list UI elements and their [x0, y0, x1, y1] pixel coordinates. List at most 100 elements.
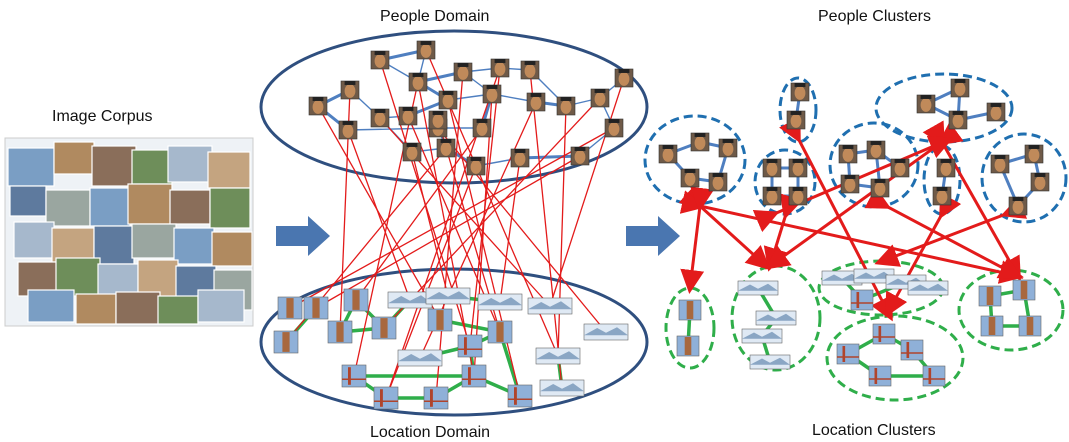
cluster-face-thumbnail: [1008, 196, 1028, 216]
face-thumbnail: [398, 106, 418, 126]
face-thumbnail: [408, 72, 428, 92]
cross-domain-edge: [557, 105, 567, 357]
landmark-thumbnail: [507, 384, 533, 408]
people-domain-label: People Domain: [380, 8, 490, 25]
cluster-face-thumbnail: [718, 138, 738, 158]
cluster-association-arrows: [678, 116, 1028, 322]
people-clusters-label: People Clusters: [818, 8, 931, 25]
face-thumbnail: [438, 90, 458, 110]
cluster-face-thumbnail: [708, 172, 728, 192]
corpus-photo: [115, 291, 161, 325]
landmark-thumbnail: [427, 308, 453, 332]
location-cluster-ellipse: [825, 314, 965, 402]
cross-domain-edge: [529, 69, 563, 389]
cluster-landmark-thumbnail: [678, 299, 702, 321]
cluster-face-thumbnail: [950, 78, 970, 98]
cluster-landmark-thumbnail: [900, 339, 924, 361]
landmark-thumbnail: [273, 330, 299, 354]
cluster-face-thumbnail: [870, 178, 890, 198]
cross-domain-edge: [315, 155, 581, 309]
landmark-thumbnail: [583, 323, 629, 341]
corpus-photo: [51, 227, 95, 263]
cross-domain-edge: [383, 97, 601, 329]
cluster-landmark-thumbnail: [922, 365, 946, 387]
landmark-thumbnail: [387, 291, 433, 309]
cluster-landmark-thumbnail: [741, 328, 783, 344]
cross-domain-edge: [417, 81, 475, 377]
corpus-photo: [45, 189, 91, 227]
cluster-face-thumbnail: [932, 186, 952, 206]
face-thumbnail: [510, 148, 530, 168]
cross-domain-edge: [473, 93, 493, 377]
cluster-face-thumbnail: [690, 132, 710, 152]
cluster-landmark-thumbnail: [868, 365, 892, 387]
cross-domain-edge: [437, 127, 607, 333]
face-thumbnail: [338, 120, 358, 140]
face-thumbnail: [590, 88, 610, 108]
location-clusters-label: Location Clusters: [812, 422, 936, 439]
face-thumbnail: [453, 62, 473, 82]
face-thumbnail: [436, 138, 456, 158]
association-arrow: [678, 185, 771, 271]
face-thumbnail: [490, 58, 510, 78]
face-thumbnail: [466, 156, 486, 176]
cross-domain-edge: [289, 127, 615, 309]
cluster-face-thumbnail: [762, 158, 782, 178]
cluster-face-thumbnail: [658, 144, 678, 164]
cluster-landmark-thumbnail: [980, 315, 1004, 337]
cluster-face-thumbnail: [866, 140, 886, 160]
corpus-photo: [173, 227, 215, 265]
landmark-thumbnail: [423, 386, 449, 410]
face-thumbnail: [340, 80, 360, 100]
cluster-face-thumbnail: [786, 110, 806, 130]
face-thumbnail: [402, 142, 422, 162]
cross-domain-edge: [549, 77, 625, 307]
location-cluster-ellipse: [957, 268, 1065, 352]
corpus-photo: [207, 151, 251, 189]
landmark-thumbnail: [477, 293, 523, 311]
corpus-photo: [91, 145, 137, 187]
cross-domain-edge: [355, 127, 483, 301]
landmark-thumbnail: [539, 379, 585, 397]
corpus-photo: [27, 289, 75, 323]
corpus-photo: [13, 221, 55, 259]
landmark-thumbnail: [341, 364, 367, 388]
corpus-photo: [167, 145, 213, 183]
landmark-thumbnail: [343, 288, 369, 312]
cluster-face-thumbnail: [1024, 144, 1044, 164]
flow-arrow-1: [276, 216, 330, 256]
cluster-face-thumbnail: [990, 154, 1010, 174]
corpus-photo: [157, 295, 199, 325]
face-thumbnail: [482, 84, 502, 104]
cluster-landmark-thumbnail: [907, 280, 949, 296]
cluster-landmark-thumbnail: [1018, 315, 1042, 337]
people-domain-faces: [308, 40, 634, 176]
landmark-thumbnail: [457, 334, 483, 358]
face-thumbnail: [556, 96, 576, 116]
cluster-face-thumbnail: [788, 186, 808, 206]
corpus-photo: [127, 183, 173, 225]
cluster-face-thumbnail: [680, 168, 700, 188]
landmark-thumbnail: [461, 364, 487, 388]
landmark-thumbnail: [425, 287, 471, 305]
landmark-thumbnail: [303, 296, 329, 320]
corpus-label: Image Corpus: [52, 108, 153, 125]
corpus-photo: [169, 189, 211, 225]
corpus-photo: [7, 147, 55, 187]
cluster-face-thumbnail: [788, 158, 808, 178]
flow-arrow-2: [626, 216, 680, 256]
landmark-thumbnail: [371, 316, 397, 340]
corpus-photo: [131, 149, 173, 185]
cross-domain-edge: [347, 129, 411, 301]
cluster-face-thumbnail: [762, 186, 782, 206]
face-thumbnail: [604, 118, 624, 138]
face-thumbnail: [570, 146, 590, 166]
face-thumbnail: [526, 92, 546, 112]
image-corpus-collage: [4, 137, 254, 327]
cluster-face-thumbnail: [840, 174, 860, 194]
corpus-photo: [9, 185, 47, 217]
cluster-face-thumbnail: [948, 110, 968, 130]
landmark-thumbnail: [487, 320, 513, 344]
cluster-landmark-thumbnail: [755, 310, 797, 326]
landmark-thumbnail: [527, 297, 573, 315]
